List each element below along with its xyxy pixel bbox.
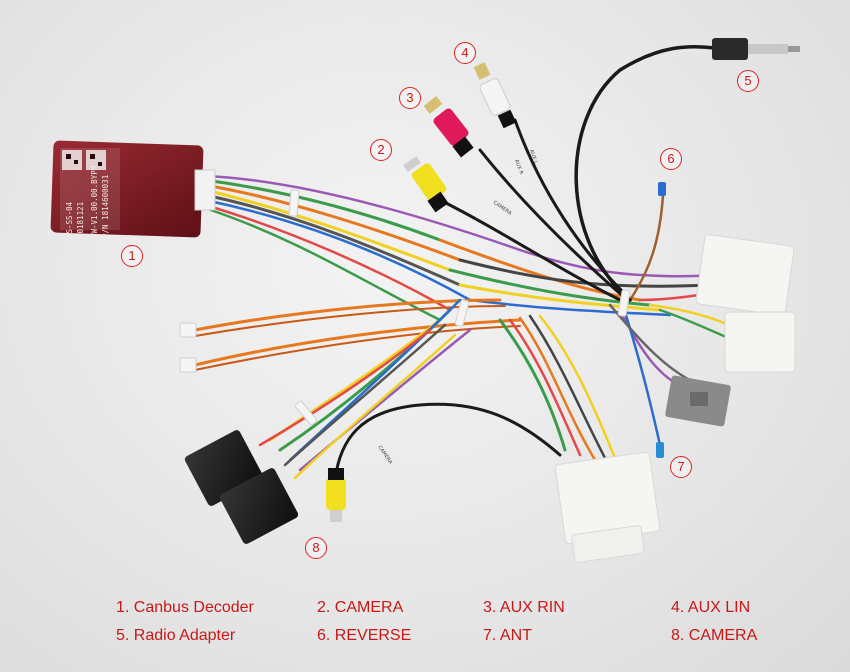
legend-ant: 7. ANT: [483, 627, 532, 644]
module-line-4: P/N 1814600031: [101, 175, 110, 238]
black-iso-connectors: [184, 430, 299, 544]
module-line-3: SW-V1.00.00.BYPM: [90, 165, 99, 238]
rca-plug-yellow-camera-bottom: [326, 468, 346, 522]
module-line-1: NS-SS-04: [65, 201, 74, 238]
legend-aux-rin: 3. AUX RIN: [483, 599, 565, 616]
marker-8: 8: [305, 537, 327, 559]
legend-canbus-decoder: 1. Canbus Decoder: [116, 599, 254, 616]
marker-3: 3: [399, 87, 421, 109]
marker-4: 4: [454, 42, 476, 64]
antenna-adapter: [712, 38, 800, 60]
gray-connector: [665, 375, 731, 427]
small-white-plugs: [179, 322, 197, 373]
rca-plug-white-aux-l: [473, 62, 517, 129]
wire-bundle: [193, 44, 747, 482]
legend-camera-8: 8. CAMERA: [671, 627, 758, 644]
legend-radio-adapter: 5. Radio Adapter: [116, 627, 236, 644]
rca-plug-pink-aux-r: [423, 96, 474, 158]
marker-5: 5: [737, 70, 759, 92]
white-connectors-right: [695, 234, 796, 373]
tag-camera-rca: CAMERA: [492, 200, 513, 217]
tag-camera-small: CAMERA: [376, 445, 393, 466]
rca-plug-yellow-camera: [403, 156, 449, 213]
legend-reverse: 6. REVERSE: [317, 627, 412, 644]
marker-1: 1: [121, 245, 143, 267]
canbus-decoder-module: NS-SS-04 20181121 SW-V1.00.00.BYPM P/N 1…: [50, 140, 216, 238]
legend-aux-lin: 4. AUX LIN: [671, 599, 751, 616]
white-connector-bottom: [554, 451, 661, 563]
tag-aux-l: AUX L: [528, 149, 539, 165]
marker-7: 7: [670, 456, 692, 478]
module-line-2: 20181121: [76, 202, 85, 238]
marker-6: 6: [660, 148, 682, 170]
tag-aux-r: AUX R: [513, 159, 524, 176]
cable-ties: [288, 189, 631, 426]
reverse-wire-tip: [658, 182, 666, 196]
ant-wire-tip: [656, 442, 664, 458]
legend-camera-2: 2. CAMERA: [317, 599, 404, 616]
marker-2: 2: [370, 139, 392, 161]
